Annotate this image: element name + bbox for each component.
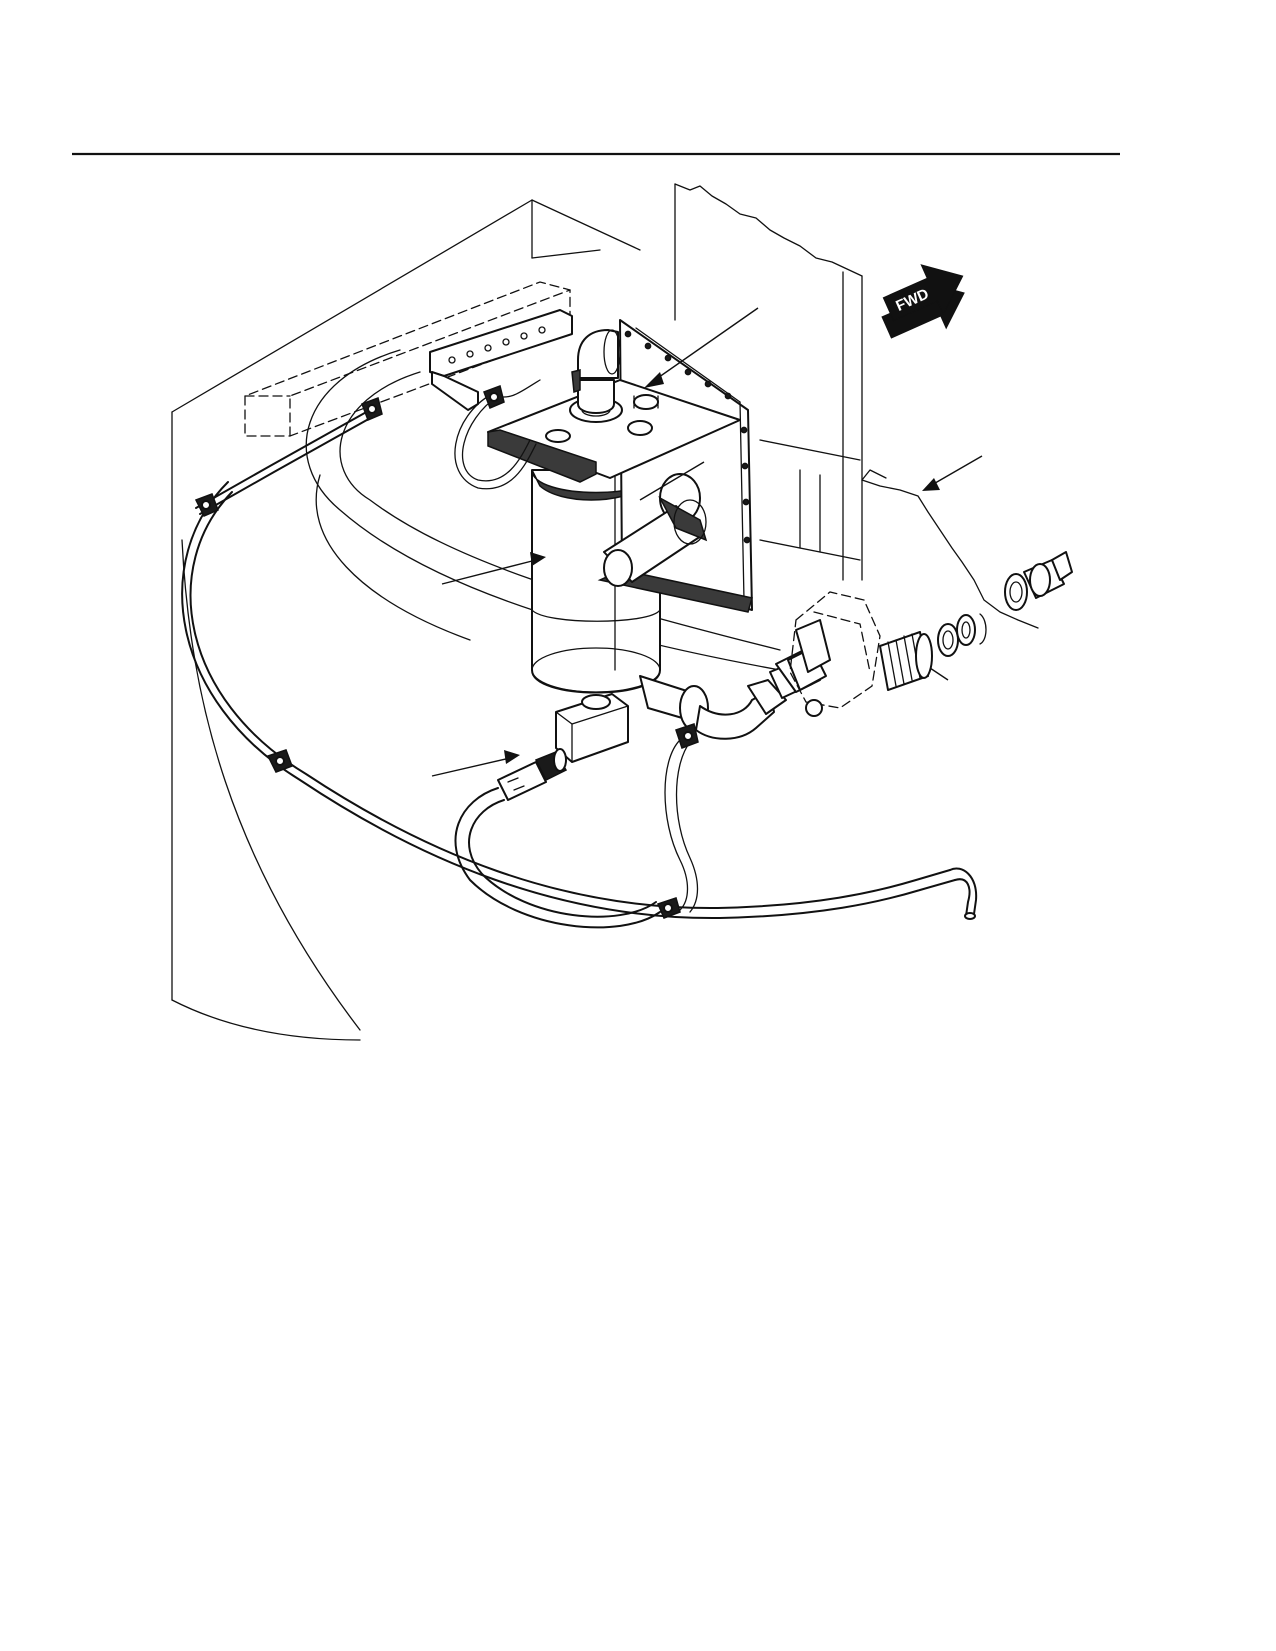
leader-lines (431, 307, 983, 777)
enclosure-outline (171, 199, 641, 1041)
top-elbow-fitting (569, 329, 623, 423)
cutaway-boundary (181, 539, 361, 1031)
hose-end-fitting (497, 748, 568, 801)
bellows-connector (879, 631, 933, 691)
pump-housing (789, 591, 881, 717)
housing-top (487, 379, 741, 483)
skin-cutaway (861, 469, 1039, 629)
tube-clamps (194, 385, 699, 919)
mounting-bracket (429, 309, 573, 411)
gasket-rings (937, 551, 1073, 657)
fwd-arrow-icon: FWD (881, 264, 965, 339)
drain-valve-block (555, 693, 629, 763)
support-beam (244, 281, 571, 437)
bulkhead-panel (674, 183, 863, 581)
side-elbow-fitting (603, 473, 708, 587)
tube-runs (181, 379, 978, 929)
top-caps (545, 394, 659, 443)
